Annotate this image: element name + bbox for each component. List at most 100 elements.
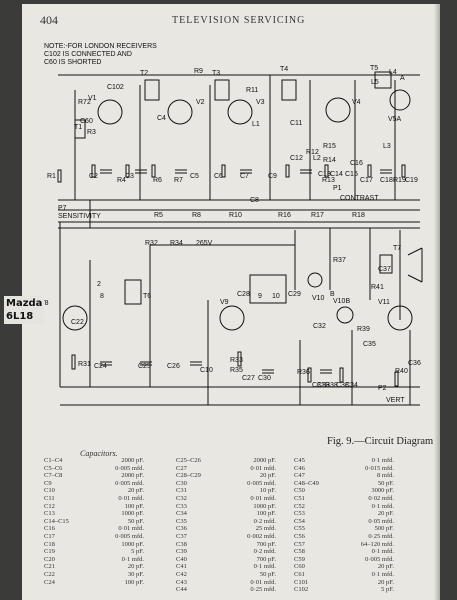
running-head: TELEVISION SERVICING: [172, 15, 306, 26]
part-designator: C25–C26: [176, 457, 201, 464]
part-designator: C61: [294, 570, 305, 578]
label-c30: C30: [258, 375, 271, 382]
label-c16: C16: [350, 160, 363, 167]
part-designator: C9: [44, 479, 52, 487]
part-value: 50 pF.: [259, 570, 276, 578]
part-value: 64–120 mfd.: [360, 540, 394, 548]
label-v4: V4: [352, 99, 361, 106]
label-c8: C8: [250, 197, 259, 204]
label-8: 8: [100, 293, 104, 300]
part-value: 50 pF.: [127, 517, 144, 525]
part-designator: C21: [44, 563, 55, 571]
part-value: 0·25 mfd.: [368, 532, 394, 540]
label-contrast: CONTRAST: [340, 195, 379, 202]
label-c37: C37: [378, 266, 391, 273]
label-t4: T4: [280, 66, 288, 73]
label-t5: T5: [370, 65, 378, 72]
part-value: 500 pF.: [374, 525, 394, 533]
part-value: 10 pF.: [259, 487, 276, 495]
page-number: 404: [40, 13, 58, 27]
part-value: 20 pF.: [377, 510, 394, 518]
part-value: 0·005 mfd.: [365, 555, 394, 563]
part-value: 0·2 mfd.: [253, 517, 276, 525]
label-9: 9: [258, 293, 262, 300]
part-designator: C58: [294, 548, 305, 556]
part-value: 0·01 mfd.: [118, 525, 144, 533]
label-c38: C38: [336, 382, 349, 389]
part-designator: C22: [44, 570, 55, 578]
label-t2: T2: [140, 70, 148, 77]
label-r39: R39: [357, 326, 370, 333]
label-c26: C26: [167, 363, 180, 370]
part-value: 700 pF.: [256, 540, 276, 548]
label-r32: R32: [145, 240, 158, 247]
part-value: 30 pF.: [127, 570, 144, 578]
part-value: 700 pF.: [256, 555, 276, 563]
parts-row: C22 30 pF.: [44, 571, 144, 579]
label-c17: C17: [360, 177, 373, 184]
label-c9: C9: [268, 173, 277, 180]
part-designator: C30: [176, 479, 187, 487]
part-value: 2000 pF.: [121, 472, 144, 480]
label-a: A: [400, 75, 405, 82]
part-designator: C5–C6: [44, 464, 63, 472]
label-r19: R19: [393, 177, 406, 184]
parts-row: C51 0·02 mfd.: [294, 495, 404, 503]
label-c28: C28: [237, 291, 250, 298]
part-designator: C101: [294, 578, 309, 586]
label-r4: R4: [117, 177, 126, 184]
part-value: 0·1 mfd.: [253, 563, 276, 571]
label-c24: C24: [94, 363, 107, 370]
part-value: 20 pF.: [127, 487, 144, 495]
part-value: 20 pF.: [377, 578, 394, 586]
part-value: 0·01 mfd.: [250, 464, 276, 472]
part-designator: C13: [44, 510, 55, 518]
label-c27: C27: [242, 375, 255, 382]
label-c22: C22: [71, 319, 84, 326]
part-designator: C35: [176, 517, 187, 525]
label-r34: R34: [170, 240, 183, 247]
label-r9: R9: [194, 68, 203, 75]
label-c25: C25: [138, 363, 151, 370]
label-c13: C13: [318, 171, 331, 178]
part-designator: C16: [44, 525, 55, 533]
part-value: 0·02 mfd.: [368, 494, 394, 502]
label-c4: C4: [157, 115, 166, 122]
handwritten-line-1: Mazda: [6, 298, 43, 309]
part-designator: C12: [44, 502, 55, 510]
part-designator: C42: [176, 570, 187, 578]
part-designator: C11: [44, 494, 55, 502]
label-c19: C19: [405, 177, 418, 184]
label-r17: R17: [311, 212, 324, 219]
label-r18: R18: [352, 212, 365, 219]
part-value: 1000 pF.: [121, 540, 144, 548]
part-designator: C37: [176, 532, 187, 540]
label-c2: C2: [89, 173, 98, 180]
part-designator: C51: [294, 494, 305, 502]
label-c14: C14: [330, 171, 343, 178]
